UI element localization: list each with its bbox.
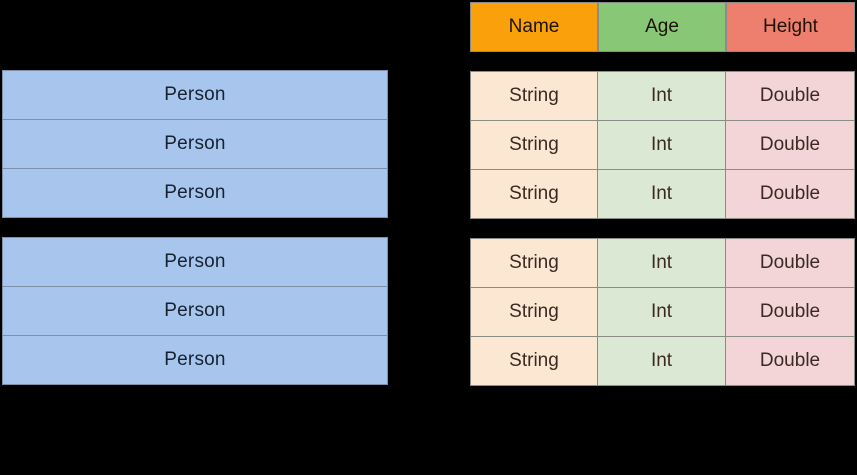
person-row: Person (3, 336, 387, 384)
person-group-1: Person Person Person (2, 70, 388, 218)
table-row: String Int Double (471, 72, 854, 121)
table-row: String Int Double (471, 121, 854, 170)
cell-age: Int (598, 121, 726, 170)
cell-age: Int (598, 72, 726, 121)
cell-age: Int (598, 337, 726, 385)
cell-height: Double (726, 121, 854, 170)
cell-name: String (471, 121, 598, 170)
cell-age: Int (598, 239, 726, 288)
cell-age: Int (598, 288, 726, 337)
table-row: String Int Double (471, 239, 854, 288)
cell-height: Double (726, 72, 854, 121)
column-header-name: Name (470, 2, 598, 52)
person-row: Person (3, 120, 387, 169)
cell-name: String (471, 337, 598, 385)
cell-age: Int (598, 170, 726, 218)
person-row: Person (3, 287, 387, 336)
column-header-height: Height (726, 2, 855, 52)
cell-height: Double (726, 288, 854, 337)
cell-height: Double (726, 337, 854, 385)
table-row: String Int Double (471, 337, 854, 385)
person-row: Person (3, 238, 387, 287)
cell-height: Double (726, 239, 854, 288)
cell-name: String (471, 170, 598, 218)
person-group-2: Person Person Person (2, 237, 388, 385)
table-row: String Int Double (471, 288, 854, 337)
cell-height: Double (726, 170, 854, 218)
column-header-age: Age (598, 2, 726, 52)
type-table-group-1: String Int Double String Int Double Stri… (470, 71, 855, 219)
person-row: Person (3, 71, 387, 120)
cell-name: String (471, 239, 598, 288)
type-table-group-2: String Int Double String Int Double Stri… (470, 238, 855, 386)
cell-name: String (471, 72, 598, 121)
table-header-row: Name Age Height (470, 2, 855, 52)
cell-name: String (471, 288, 598, 337)
table-row: String Int Double (471, 170, 854, 218)
person-row: Person (3, 169, 387, 217)
